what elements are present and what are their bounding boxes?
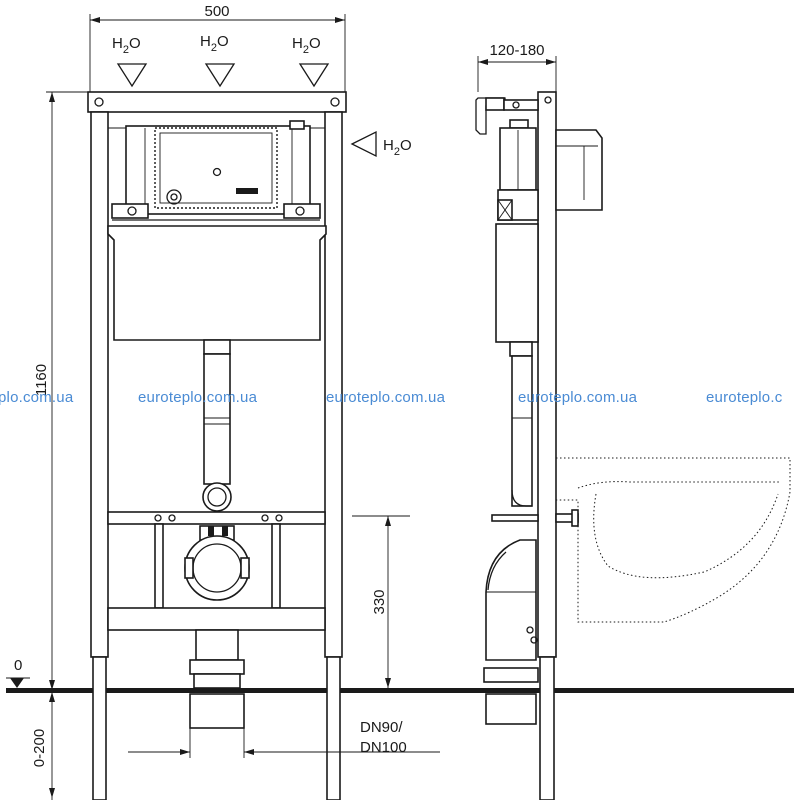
bolt-icon [530, 636, 538, 644]
bolt-icon [168, 514, 176, 522]
depth-dimension: 120-180 [477, 42, 557, 92]
front-frame [87, 91, 347, 801]
height-dimension: 1160 [33, 91, 88, 690]
water-inlet-1: H2O [112, 35, 148, 88]
bolt-icon [154, 514, 162, 522]
bolt-icon [544, 96, 552, 104]
pipe-label-line2: DN100 [360, 739, 407, 756]
cistern-brackets [111, 203, 321, 221]
bolt-icon [261, 514, 269, 522]
lower-crossbar [107, 607, 326, 631]
floor-zero-label: 0 [14, 657, 22, 674]
watermark-text: euroteplo.c [706, 389, 783, 406]
bracket-height-label: 330 [371, 589, 388, 614]
pipe-dimension: DN90/ DN100 [128, 719, 440, 758]
drain-elbow [184, 525, 250, 601]
water-label-1: H2O [112, 35, 141, 56]
cistern-upper-housing [125, 120, 311, 215]
triangle-down-icon [298, 63, 330, 88]
bolt-icon [330, 97, 340, 107]
bolt-icon [275, 514, 283, 522]
cistern-tank [107, 225, 327, 341]
width-dimension: 500 [89, 3, 346, 92]
side-frame [475, 91, 603, 801]
flush-pipe [202, 339, 232, 512]
triangle-down-icon [204, 63, 236, 88]
bolt-icon [526, 626, 534, 634]
water-inlet-2: H2O [200, 33, 236, 88]
watermark-text: euroteplo.com.ua [518, 389, 638, 406]
water-label-2: H2O [200, 33, 229, 54]
bolt-icon [94, 97, 104, 107]
bracket-height-dimension: 330 [352, 515, 410, 688]
depth-label: 120-180 [489, 42, 544, 59]
drain-pipe [189, 629, 245, 729]
watermark-row: plo.com.ua euroteplo.com.ua euroteplo.co… [0, 389, 783, 406]
water-label-side: H2O [383, 137, 412, 158]
wc-bowl-outline [556, 457, 791, 623]
watermark-text: euroteplo.com.ua [138, 389, 258, 406]
below-floor-label: 0-200 [31, 729, 48, 767]
water-inlets-top: H2O H2O H2O H2O [112, 33, 412, 158]
bracket-crossbar [107, 511, 326, 609]
water-inlet-side: H2O [350, 130, 412, 158]
height-label: 1160 [33, 364, 50, 396]
watermark-text: plo.com.ua [0, 389, 74, 406]
watermark-text: euroteplo.com.ua [326, 389, 446, 406]
width-label: 500 [204, 3, 229, 20]
floor-line [6, 688, 794, 693]
pipe-label-line1: DN90/ [360, 719, 403, 736]
floor-zero-marker: 0 [6, 657, 30, 688]
water-label-3: H2O [292, 35, 321, 56]
valve-icon [166, 189, 182, 205]
button-hole-icon [212, 167, 222, 177]
water-inlet-3: H2O [292, 35, 330, 88]
triangle-left-icon [350, 130, 377, 158]
triangle-down-icon [116, 63, 148, 88]
below-floor-dimension: 0-200 [31, 692, 55, 800]
